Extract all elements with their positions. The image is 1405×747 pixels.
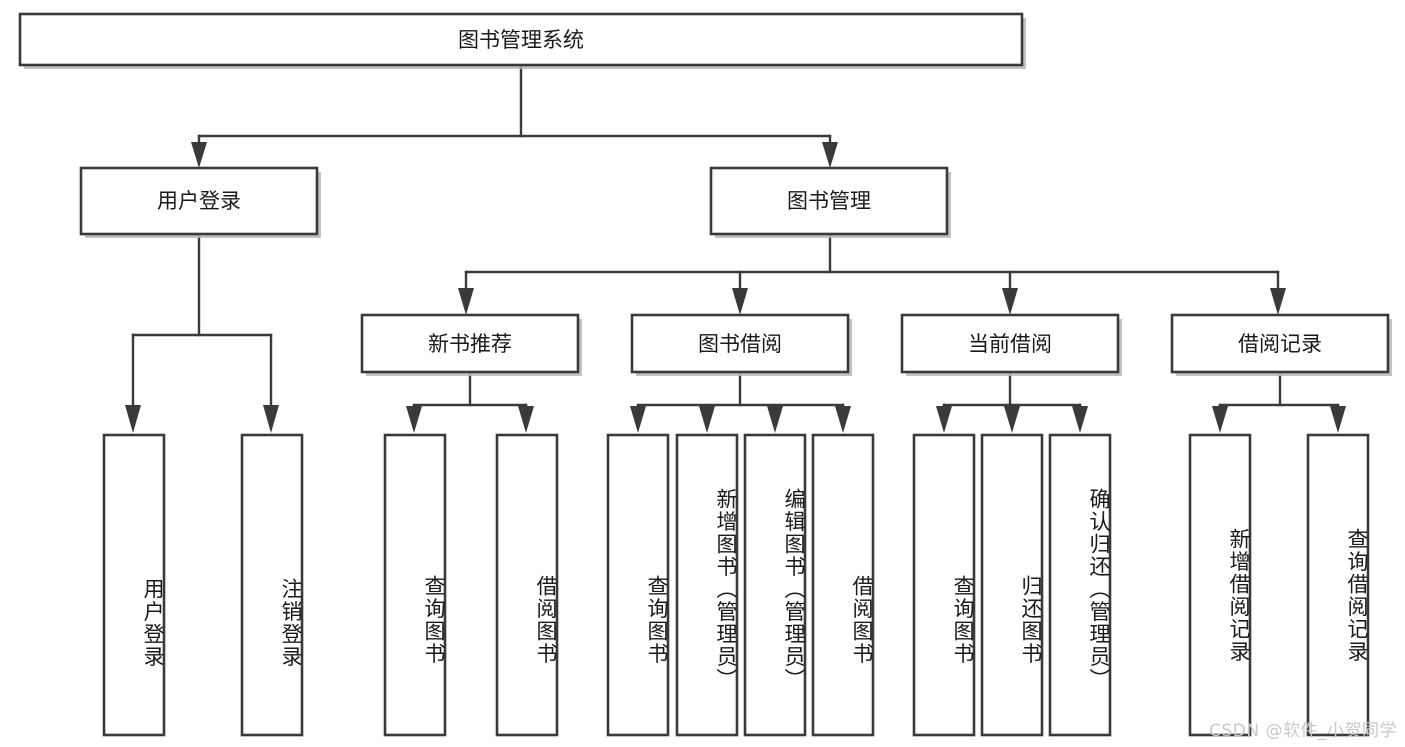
node-book-borrow[interactable]: 图书借阅 bbox=[630, 313, 852, 376]
leaf-user-login-box[interactable] bbox=[102, 433, 166, 737]
csdn-watermark: CSDN @软件_小贺同学 bbox=[1209, 721, 1397, 741]
arrow-to-leaf-confirm-return bbox=[1072, 406, 1088, 433]
leaf-user-login-label: 用户登录 bbox=[141, 577, 165, 668]
leaf-confirm-return-box[interactable] bbox=[1048, 433, 1112, 737]
leaf-return-book-box[interactable] bbox=[980, 433, 1044, 737]
leaf-query-book-2-label: 查询图书 bbox=[645, 575, 669, 665]
arrow-to-leaf-add-record bbox=[1212, 406, 1228, 433]
leaf-query-record-label: 查询借阅记录 bbox=[1345, 527, 1369, 663]
leaf-borrow-book-2-label: 借阅图书 bbox=[850, 575, 874, 665]
leaf-query-book-3-label: 查询图书 bbox=[951, 575, 975, 665]
arrow-to-user-login bbox=[191, 142, 207, 168]
arrow-to-leaf-query-book-3 bbox=[936, 406, 952, 433]
node-book-borrow-label: 图书借阅 bbox=[698, 332, 782, 356]
node-current-borrow-box[interactable] bbox=[900, 313, 1120, 374]
leaf-query-book-1-label: 查询图书 bbox=[422, 575, 446, 665]
arrow-to-leaf-add-book bbox=[699, 406, 715, 433]
connector-group-book-manage bbox=[458, 232, 1286, 315]
node-book-borrow-box[interactable] bbox=[630, 313, 850, 374]
leaf-add-record-label: 新增借阅记录 bbox=[1227, 527, 1251, 663]
node-book-manage[interactable]: 图书管理 bbox=[709, 166, 951, 238]
arrow-to-current-borrow bbox=[1002, 288, 1018, 315]
connector-group-current-borrow bbox=[936, 373, 1088, 433]
node-borrow-record[interactable]: 借阅记录 bbox=[1170, 313, 1392, 376]
leaf-edit-book-label: 编辑图书（管理员） bbox=[782, 487, 806, 691]
arrow-to-book-manage bbox=[822, 142, 838, 168]
node-root[interactable]: 图书管理系统 bbox=[18, 12, 1026, 69]
arrow-to-leaf-user-login bbox=[125, 405, 141, 433]
node-borrow-record-label: 借阅记录 bbox=[1238, 332, 1322, 356]
leaf-boxes bbox=[102, 433, 1370, 737]
node-new-book-rec-box[interactable] bbox=[360, 313, 580, 374]
arrow-to-leaf-logout-login bbox=[263, 405, 279, 433]
arrow-to-book-borrow bbox=[732, 288, 748, 315]
arrow-to-leaf-query-book-1 bbox=[406, 406, 422, 433]
leaf-query-book-1-box[interactable] bbox=[383, 433, 447, 737]
leaf-confirm-return-label: 确认归还（管理员） bbox=[1087, 487, 1111, 691]
node-user-login-label: 用户登录 bbox=[157, 189, 241, 213]
node-borrow-record-box[interactable] bbox=[1170, 313, 1390, 374]
leaf-logout-login-box[interactable] bbox=[240, 433, 304, 737]
leaf-add-book-label: 新增图书（管理员） bbox=[714, 487, 738, 691]
leaf-logout-login-label: 注销登录 bbox=[279, 577, 303, 668]
node-current-borrow-label: 当前借阅 bbox=[968, 332, 1052, 356]
node-book-manage-label: 图书管理 bbox=[787, 189, 871, 213]
connector-group-user-login bbox=[125, 232, 279, 433]
leaf-borrow-book-1-label: 借阅图书 bbox=[534, 575, 558, 665]
connector-group-new-book-rec bbox=[406, 373, 534, 433]
arrow-to-borrow-record bbox=[1270, 288, 1286, 315]
arrow-to-leaf-return-book bbox=[1004, 406, 1020, 433]
leaf-borrow-book-2-box[interactable] bbox=[811, 433, 875, 737]
node-root-label: 图书管理系统 bbox=[458, 28, 584, 52]
node-user-login[interactable]: 用户登录 bbox=[79, 166, 321, 238]
leaf-borrow-book-1-box[interactable] bbox=[495, 433, 559, 737]
node-new-book-rec-label: 新书推荐 bbox=[428, 332, 512, 356]
arrow-to-leaf-query-book-2 bbox=[630, 406, 646, 433]
arrow-to-leaf-edit-book bbox=[767, 406, 783, 433]
leaf-edit-book-box[interactable] bbox=[743, 433, 807, 737]
node-user-login-box[interactable] bbox=[79, 166, 319, 236]
arrow-to-leaf-borrow-book-1 bbox=[518, 406, 534, 433]
leaf-query-book-2-box[interactable] bbox=[606, 433, 670, 737]
connector-group-borrow-record bbox=[1212, 373, 1346, 433]
arrow-to-new-book-rec bbox=[458, 288, 474, 315]
leaf-query-book-3-box[interactable] bbox=[912, 433, 976, 737]
node-current-borrow[interactable]: 当前借阅 bbox=[900, 313, 1122, 376]
leaf-query-record-box[interactable] bbox=[1306, 433, 1370, 737]
arrow-to-leaf-query-record bbox=[1330, 406, 1346, 433]
node-new-book-rec[interactable]: 新书推荐 bbox=[360, 313, 582, 376]
leaf-add-book-box[interactable] bbox=[675, 433, 739, 737]
leaf-return-book-label: 归还图书 bbox=[1019, 575, 1043, 665]
arrow-to-leaf-borrow-book-2 bbox=[835, 406, 851, 433]
node-root-box[interactable] bbox=[18, 12, 1024, 67]
node-book-manage-box[interactable] bbox=[709, 166, 949, 236]
leaf-add-record-box[interactable] bbox=[1188, 433, 1252, 737]
connector-group-book-borrow bbox=[630, 373, 851, 433]
connector-group-root bbox=[191, 63, 838, 168]
